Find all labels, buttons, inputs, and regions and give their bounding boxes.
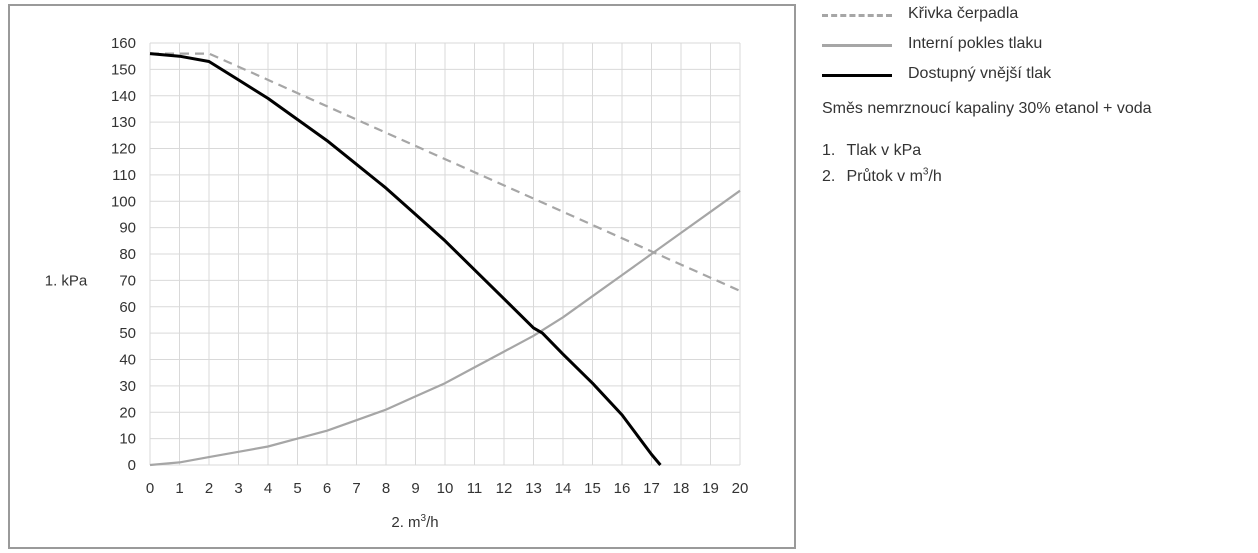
y-tick-label: 110 xyxy=(112,167,136,184)
y-tick-label: 140 xyxy=(111,88,136,105)
x-tick-label: 11 xyxy=(467,480,483,497)
y-tick-label: 50 xyxy=(119,325,136,342)
x-axis-label: 2. m3/h xyxy=(391,513,438,531)
series-internal-pressure-drop xyxy=(149,189,741,467)
x-tick-label: 6 xyxy=(323,480,331,497)
legend-label: Křivka čerpadla xyxy=(908,5,1019,22)
series-available-external-pressure xyxy=(149,52,662,466)
list-item-pressure: 1. Tlak v kPa xyxy=(822,138,942,164)
x-tick-label: 2 xyxy=(205,480,213,497)
list-text-sup: 3 xyxy=(922,166,929,178)
x-tick-label: 4 xyxy=(264,480,272,497)
x-tick-label: 3 xyxy=(234,480,242,497)
y-tick-label: 70 xyxy=(119,272,136,289)
x-tick-label: 12 xyxy=(496,480,513,497)
y-tick-label: 80 xyxy=(119,246,136,263)
y-tick-label: 60 xyxy=(119,299,136,316)
x-tick-label: 1 xyxy=(175,480,183,497)
x-tick-label: 0 xyxy=(146,480,154,497)
y-tick-label: 160 xyxy=(111,35,136,52)
y-tick-label: 130 xyxy=(111,114,136,131)
x-tick-label: 19 xyxy=(702,480,719,497)
x-tick-label: 18 xyxy=(673,480,690,497)
y-axis-label: 1. kPa xyxy=(45,272,88,289)
x-tick-label: 16 xyxy=(614,480,631,497)
list-text: Průtok v m3/h xyxy=(846,164,941,190)
legend-list: 1. Tlak v kPa 2. Průtok v m3/h xyxy=(822,138,942,190)
list-text-main: Průtok v m xyxy=(846,168,923,185)
x-tick-label: 9 xyxy=(411,480,419,497)
legend-label: Interní pokles tlaku xyxy=(908,35,1043,52)
x-tick-label: 10 xyxy=(437,480,454,497)
y-tick-label: 40 xyxy=(119,352,136,369)
x-tick-label: 8 xyxy=(382,480,390,497)
list-number: 2. xyxy=(822,168,836,185)
series-pump-curve xyxy=(150,52,741,292)
list-text-suffix: /h xyxy=(928,168,942,185)
list-number: 1. xyxy=(822,142,836,159)
y-tick-label: 0 xyxy=(128,457,136,474)
list-text: Tlak v kPa xyxy=(846,142,922,159)
x-tick-label: 17 xyxy=(643,480,660,497)
x-tick-label: 14 xyxy=(555,480,572,497)
legend-label: Dostupný vnější tlak xyxy=(908,65,1052,82)
y-tick-label: 20 xyxy=(119,404,136,421)
legend-swatch-gray xyxy=(822,44,892,47)
list-item-flow: 2. Průtok v m3/h xyxy=(822,164,942,190)
x-tick-label: 5 xyxy=(293,480,301,497)
legend-note: Směs nemrznoucí kapaliny 30% etanol + vo… xyxy=(822,100,1152,117)
y-tick-label: 10 xyxy=(119,431,136,448)
y-tick-label: 90 xyxy=(119,220,136,237)
y-tick-label: 30 xyxy=(119,378,136,395)
legend-swatch-dashed xyxy=(822,14,892,17)
y-tick-label: 100 xyxy=(111,193,136,210)
x-tick-label: 20 xyxy=(732,480,749,497)
x-tick-label: 7 xyxy=(352,480,360,497)
legend-swatch-black xyxy=(822,74,892,77)
x-tick-label: 13 xyxy=(525,480,542,497)
x-tick-label: 15 xyxy=(584,480,601,497)
y-tick-label: 150 xyxy=(111,61,136,78)
y-tick-label: 120 xyxy=(111,141,136,158)
